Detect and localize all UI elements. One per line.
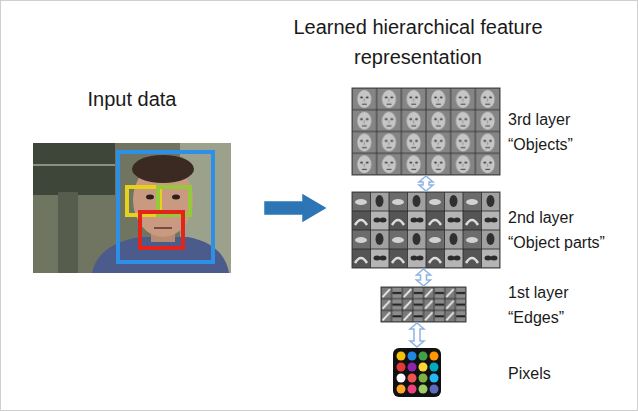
text-group: Pixels <box>508 360 551 385</box>
pixel-panel <box>393 348 441 397</box>
pixel <box>397 385 406 394</box>
pixel <box>430 374 439 383</box>
node-label: 2nd layer <box>508 205 605 230</box>
mouth <box>154 227 172 229</box>
shirt <box>92 237 229 273</box>
eye <box>146 195 154 200</box>
text-group: 3rd layer“Objects” <box>508 107 573 157</box>
object-filters <box>352 88 500 175</box>
node-label: 1st layer <box>508 280 568 305</box>
pixel <box>397 352 406 361</box>
pixel <box>408 385 417 394</box>
shelf <box>33 143 115 195</box>
pixel <box>419 363 428 372</box>
node-label: Learned hierarchical feature representat… <box>288 12 548 72</box>
flow-arrow <box>265 195 325 221</box>
pixel <box>397 363 406 372</box>
layer-link <box>419 176 433 191</box>
node-label: 3rd layer <box>508 107 573 132</box>
layer-tile: Pixels <box>393 348 441 397</box>
pixel <box>430 363 439 372</box>
node-sublabel: “Object parts” <box>508 230 605 255</box>
text-group: 1st layer“Edges” <box>508 280 568 330</box>
feature-hierarchy: Learned hierarchical feature representat… <box>285 4 634 402</box>
pixel <box>419 352 428 361</box>
text-group: Learned hierarchical feature representat… <box>288 12 548 72</box>
edge-filters <box>381 287 466 322</box>
node-sublabel: “Edges” <box>508 305 568 330</box>
input-image: Input data <box>33 143 231 273</box>
node-label: Input data <box>26 86 238 112</box>
part-filters <box>352 192 500 268</box>
node-label: Pixels <box>508 360 551 385</box>
pixel <box>408 363 417 372</box>
mouth-box <box>140 212 183 248</box>
layer-link <box>417 269 431 286</box>
eye <box>172 195 180 200</box>
pixel <box>430 385 439 394</box>
face-box <box>118 152 213 262</box>
photo-background <box>33 143 231 273</box>
input-photo <box>33 143 231 273</box>
layer-tile: 1st layer“Edges” <box>381 287 466 322</box>
pixel <box>430 352 439 361</box>
hair <box>132 155 194 183</box>
pixel <box>419 374 428 383</box>
node-sublabel: “Objects” <box>508 132 573 157</box>
layer-tile: 3rd layer“Objects” <box>352 88 500 175</box>
pixel <box>419 385 428 394</box>
layer-tile: 2nd layer“Object parts” <box>352 192 500 268</box>
text-group: 2nd layer“Object parts” <box>508 205 605 255</box>
pillar <box>58 192 78 273</box>
pixel-grid <box>393 348 441 397</box>
pixel <box>397 374 406 383</box>
pixel <box>408 374 417 383</box>
layer-link <box>410 323 424 347</box>
pixel <box>408 352 417 361</box>
shelf-line <box>33 164 115 166</box>
text-group: Input data <box>26 86 238 112</box>
